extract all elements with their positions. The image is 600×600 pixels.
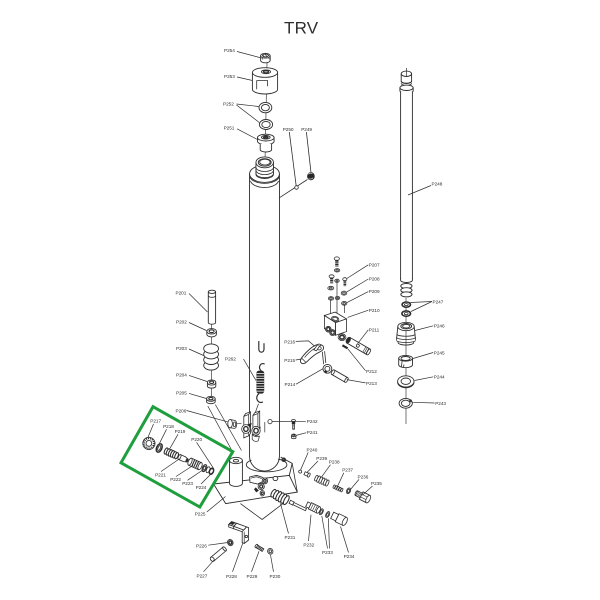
svg-text:P224: P224	[196, 485, 207, 490]
svg-text:P205: P205	[176, 390, 187, 395]
svg-text:P232: P232	[303, 543, 314, 548]
svg-text:P247: P247	[433, 300, 444, 305]
svg-text:P220: P220	[191, 437, 202, 442]
svg-text:P244: P244	[434, 375, 445, 380]
svg-text:P203: P203	[176, 346, 187, 351]
svg-text:P206: P206	[176, 408, 187, 413]
svg-text:P262: P262	[225, 356, 236, 361]
svg-text:P246: P246	[434, 323, 445, 328]
svg-text:P251: P251	[224, 126, 235, 131]
svg-text:P217: P217	[150, 419, 161, 424]
svg-text:P236: P236	[358, 474, 369, 479]
svg-text:P214: P214	[285, 382, 296, 387]
svg-text:P204: P204	[176, 372, 187, 377]
svg-text:P227: P227	[197, 574, 208, 579]
svg-text:P201: P201	[176, 291, 187, 296]
svg-text:P243: P243	[435, 401, 446, 406]
svg-text:P221: P221	[155, 472, 166, 477]
svg-text:TRV: TRV	[284, 19, 319, 38]
svg-text:P240: P240	[307, 447, 318, 452]
svg-text:P239: P239	[316, 456, 327, 461]
svg-text:P208: P208	[369, 277, 380, 282]
svg-text:P254: P254	[224, 48, 235, 53]
svg-text:P245: P245	[434, 350, 445, 355]
svg-text:P231: P231	[285, 535, 296, 540]
svg-text:P253: P253	[224, 74, 235, 79]
svg-text:P228: P228	[226, 574, 237, 579]
svg-text:P210: P210	[369, 308, 380, 313]
svg-text:P211: P211	[369, 327, 380, 332]
svg-text:P218: P218	[163, 424, 174, 429]
svg-text:P238: P238	[329, 460, 340, 465]
svg-text:P223: P223	[182, 481, 193, 486]
svg-text:P242: P242	[307, 419, 318, 424]
svg-text:P234: P234	[344, 554, 355, 559]
svg-text:P215: P215	[284, 358, 295, 363]
svg-text:P213: P213	[366, 381, 377, 386]
svg-text:P252: P252	[223, 101, 234, 106]
svg-text:P248: P248	[432, 181, 443, 186]
svg-text:P216: P216	[284, 340, 295, 345]
svg-text:P219: P219	[175, 429, 186, 434]
svg-text:P209: P209	[369, 289, 380, 294]
svg-text:P237: P237	[342, 468, 353, 473]
svg-text:P230: P230	[270, 574, 281, 579]
svg-text:P241: P241	[307, 430, 318, 435]
svg-text:P202: P202	[176, 320, 187, 325]
svg-text:P233: P233	[322, 550, 333, 555]
svg-text:P250: P250	[283, 127, 294, 132]
svg-text:P225: P225	[195, 511, 206, 516]
svg-text:P249: P249	[301, 127, 312, 132]
svg-text:P235: P235	[371, 481, 382, 486]
svg-text:P207: P207	[369, 263, 380, 268]
svg-text:P226: P226	[196, 544, 207, 549]
svg-text:P222: P222	[170, 477, 181, 482]
svg-text:P212: P212	[366, 369, 377, 374]
svg-text:P229: P229	[247, 574, 258, 579]
